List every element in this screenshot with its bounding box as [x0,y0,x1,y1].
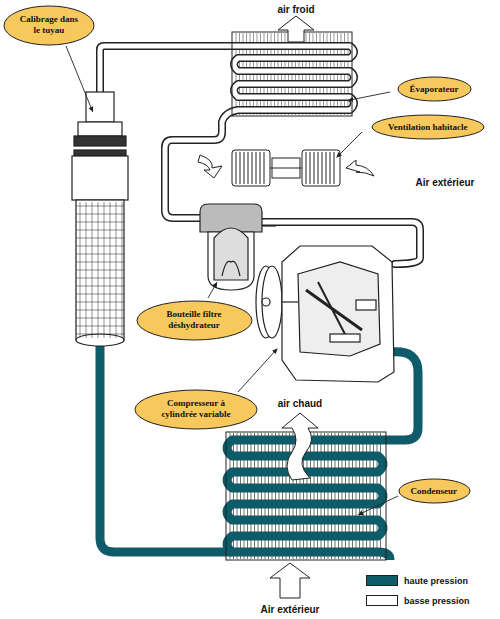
air-flow-label: Air extérieur [261,604,320,615]
oval-shape [399,479,470,503]
filter-mesh [76,286,124,287]
filter-mesh [98,202,99,338]
filter-mesh [76,206,124,207]
callout-oval: Compresseur à cylindrée variable [134,389,258,430]
outside-air-arrow [270,563,310,598]
legend-text: basse pression [404,596,470,606]
oval-shape [398,77,471,101]
blower-blade [314,152,315,184]
filter-mesh [76,230,124,231]
callout-text: Condenseur [411,486,458,497]
filter-mesh [116,202,117,338]
blower-blade [252,152,253,184]
blower-blade [236,152,237,184]
blower-blade [334,152,335,184]
legend-row: haute pression [366,575,468,586]
blower-blade [240,152,241,184]
blower-blade [310,152,311,184]
variable-compressor [256,246,394,382]
filter-mesh [76,238,124,239]
filter-mesh [76,310,124,311]
callout-oval: Évaporateur [397,76,472,102]
blower-blade [306,152,307,184]
evaporator-core [232,32,352,116]
filter-mesh [76,326,124,327]
callout-text: Évaporateur [410,84,459,95]
callout-oval: Ventilation habitacle [371,114,485,140]
oval-shape [372,115,484,139]
filter-mesh [76,318,124,319]
filter-mesh [76,262,124,263]
legend-swatch [366,575,398,586]
blower-blade [260,152,261,184]
blower-blade [326,152,327,184]
blower-blade [322,152,323,184]
callout-oval: Calibrage dans le tuyau [3,5,95,46]
legend-row: basse pression [366,595,470,606]
filter-mesh [76,302,124,303]
filter-mesh [76,334,124,335]
filter-mesh [122,202,123,338]
filter-mesh [86,202,87,338]
callout-text: Ventilation habitacle [388,122,467,133]
callout-oval: Condenseur [398,478,471,504]
low-pressure-pipes [100,46,420,264]
filter-mesh [92,202,93,338]
oval-shape [135,390,257,429]
callout-text: Calibrage dans le tuyau [18,14,80,36]
hot-air-arrow [282,413,318,480]
oval-shape [4,6,94,45]
callout-text: Bouteille filtre déshydrateur [153,309,235,331]
blower-blade [256,152,257,184]
blower-blade [330,152,331,184]
blower-blade [244,152,245,184]
air-flow-label: Air extérieur [416,177,475,188]
calibrated-orifice-tube [72,92,128,346]
filter-mesh [76,222,124,223]
blower-blade [264,152,265,184]
legend-swatch [366,595,398,606]
filter-mesh [76,294,124,295]
filter-mesh [80,202,81,338]
blower-blade [248,152,249,184]
filter-mesh [76,214,124,215]
filter-mesh [76,270,124,271]
filter-mesh [76,254,124,255]
callout-text: Compresseur à cylindrée variable [152,398,240,420]
legend-text: haute pression [404,576,468,586]
cabin-blower [198,150,374,186]
air-flow-label: air chaud [278,398,322,409]
filter-mesh [110,202,111,338]
leader-lines [66,46,398,514]
filter-mesh [76,278,124,279]
filter-mesh [104,202,105,338]
air-flow-label: air froid [277,4,314,15]
callout-oval: Bouteille filtre déshydrateur [136,300,253,341]
filter-mesh [76,246,124,247]
blower-blade [318,152,319,184]
oval-shape [137,301,252,340]
cold-air-arrow [278,16,314,42]
